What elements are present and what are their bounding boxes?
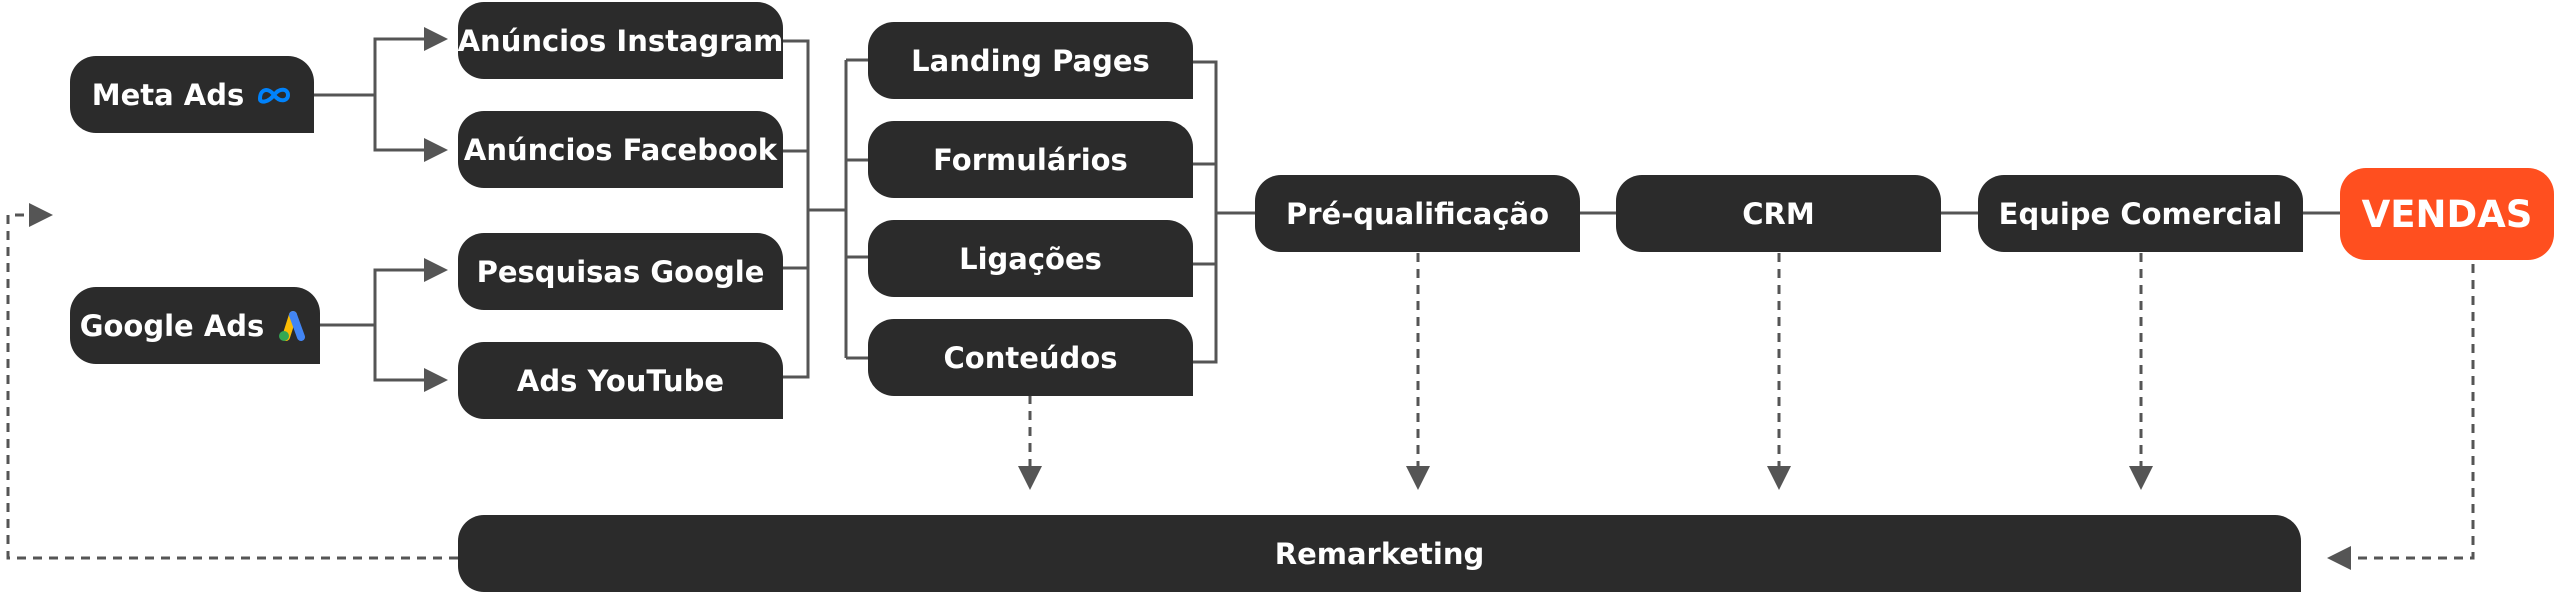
touchpoint-calls: Ligações (868, 220, 1193, 297)
stage-crm: CRM (1616, 175, 1941, 252)
touchpoint-content: Conteúdos (868, 319, 1193, 396)
connector-google-ads (319, 268, 445, 380)
channel-google-search: Pesquisas Google (458, 233, 783, 310)
meta-ads-node: Meta Ads (70, 56, 314, 133)
stage-label: Equipe Comercial (1998, 196, 2283, 231)
channel-youtube-ads: Ads YouTube (458, 342, 783, 419)
stage-prequalification: Pré-qualificação (1255, 175, 1580, 252)
sales-label: VENDAS (2361, 192, 2533, 236)
channel-instagram-ads: Anúncios Instagram (458, 2, 783, 79)
touchpoint-label: Formulários (933, 142, 1128, 177)
connector-touchpoints-merge (1192, 60, 1256, 364)
google-ads-logo-icon (276, 310, 310, 342)
dashed-remarketing-loop (6, 203, 458, 560)
connector-touchpoints-bracket (844, 58, 870, 360)
connector-channels-merge (783, 39, 846, 379)
meta-ads-label: Meta Ads (91, 77, 245, 112)
touchpoint-forms: Formulários (868, 121, 1193, 198)
touchpoint-landing-pages: Landing Pages (868, 22, 1193, 99)
meta-logo-icon (256, 84, 292, 106)
channel-facebook-ads: Anúncios Facebook (458, 111, 783, 188)
google-ads-node: Google Ads (70, 287, 320, 364)
stage-sales-team: Equipe Comercial (1978, 175, 2303, 252)
dashed-sales-remarketing (2327, 264, 2475, 570)
connector-meta-ads (313, 37, 445, 150)
remarketing-label: Remarketing (1274, 536, 1485, 571)
remarketing-node: Remarketing (458, 515, 2301, 592)
touchpoint-label: Ligações (959, 241, 1102, 276)
stage-label: Pré-qualificação (1285, 196, 1550, 231)
channel-label: Anúncios Instagram (457, 23, 784, 58)
touchpoint-label: Conteúdos (943, 340, 1118, 375)
stage-label: CRM (1742, 196, 1815, 231)
touchpoint-label: Landing Pages (911, 43, 1150, 78)
channel-label: Anúncios Facebook (463, 132, 778, 167)
channel-label: Pesquisas Google (476, 254, 765, 289)
google-ads-label: Google Ads (79, 308, 265, 343)
sales-node: VENDAS (2340, 168, 2554, 260)
channel-label: Ads YouTube (516, 363, 725, 398)
